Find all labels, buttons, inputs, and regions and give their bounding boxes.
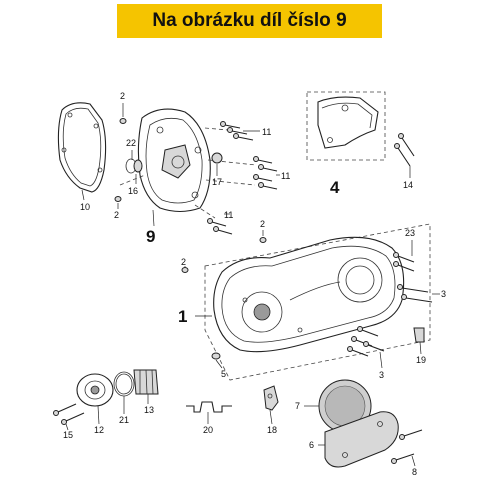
clip-part-20 [186,401,232,413]
callout-12: 12 [94,425,104,435]
callout-3b: 3 [379,370,384,380]
callout-20: 20 [203,425,213,435]
callout-2a: 2 [120,91,125,101]
filter-part-13 [133,369,159,395]
callout-21: 21 [119,415,129,425]
bolt-group-part-11 [207,121,278,235]
callout-22: 22 [126,138,136,148]
title-banner: Na obrázku díl číslo 9 [117,4,382,38]
callout-18: 18 [267,425,277,435]
bolt-group-part-15 [53,403,85,425]
callout-13: 13 [144,405,154,415]
callout-7: 7 [295,401,300,411]
pin-part-5 [211,352,221,360]
callout-2d: 2 [181,257,186,267]
callout-4: 4 [330,178,340,197]
callout-2b: 2 [114,210,119,220]
oring-part-21 [113,371,135,397]
callout-14: 14 [403,180,413,190]
bolt-group-part-3 [397,284,433,303]
heat-shield-part-6 [324,411,399,468]
callout-11c: 11 [224,210,233,220]
screen-part-7 [318,379,372,433]
pin-part-2 [114,196,122,202]
callout-10: 10 [80,202,90,212]
bolt-group-part-3-lower [347,326,385,357]
gasket-part-10 [57,102,107,193]
clip-part-19 [413,327,425,343]
callout-9: 9 [146,227,155,246]
callout-8: 8 [412,467,417,477]
callout-2c: 2 [260,219,265,229]
bracket-part-4 [317,96,379,149]
bolt-group-part-8 [391,429,423,464]
callout-5: 5 [221,369,226,379]
callout-23: 23 [405,228,415,238]
callout-19: 19 [416,355,426,365]
callout-1: 1 [178,307,187,326]
callout-16: 16 [128,186,138,196]
bracket-part-18 [263,385,279,411]
callout-17: 17 [212,177,222,187]
callout-11b: 11 [281,171,290,181]
pin-part-2 [259,237,267,243]
callout-3a: 3 [441,289,446,299]
callout-11a: 11 [262,127,271,137]
banner-text: Na obrázku díl číslo 9 [152,10,347,31]
cover-part-9 [137,108,211,213]
callout-15: 15 [63,430,73,440]
pin-part-2 [119,118,127,124]
bolt-group-part-23 [393,252,415,272]
seal-part-16 [133,159,143,173]
bolt-part-14 [394,133,415,167]
plug-part-17 [211,152,223,164]
cover-part-12 [76,373,114,407]
crankcase-cover-part-1 [213,236,405,353]
pin-part-2 [181,267,189,273]
callout-6: 6 [309,440,314,450]
